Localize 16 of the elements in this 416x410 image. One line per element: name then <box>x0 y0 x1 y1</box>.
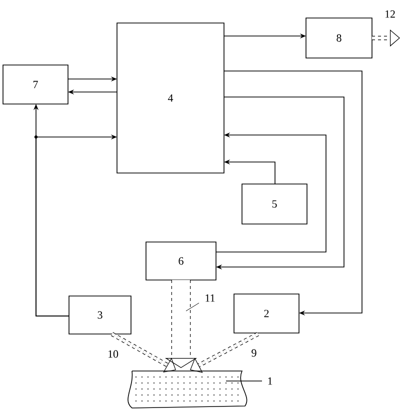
block-box: 6 <box>146 242 216 280</box>
block-box: 8 <box>306 18 372 58</box>
edge-label: 11 <box>206 294 215 302</box>
block-box: 5 <box>242 184 308 224</box>
block-box: 3 <box>68 296 132 334</box>
beam-arrow <box>190 332 259 373</box>
block-box: 4 <box>116 22 224 174</box>
block-box: 2 <box>234 294 300 334</box>
block-box: 7 <box>2 64 68 104</box>
sample-drawing <box>128 370 248 408</box>
part-number: 1 <box>268 377 272 385</box>
edge-label: 9 <box>252 349 256 357</box>
edge-label: 12 <box>385 10 395 18</box>
edge-label: 10 <box>108 350 118 358</box>
arrow <box>224 70 362 316</box>
leader-line <box>226 380 262 382</box>
